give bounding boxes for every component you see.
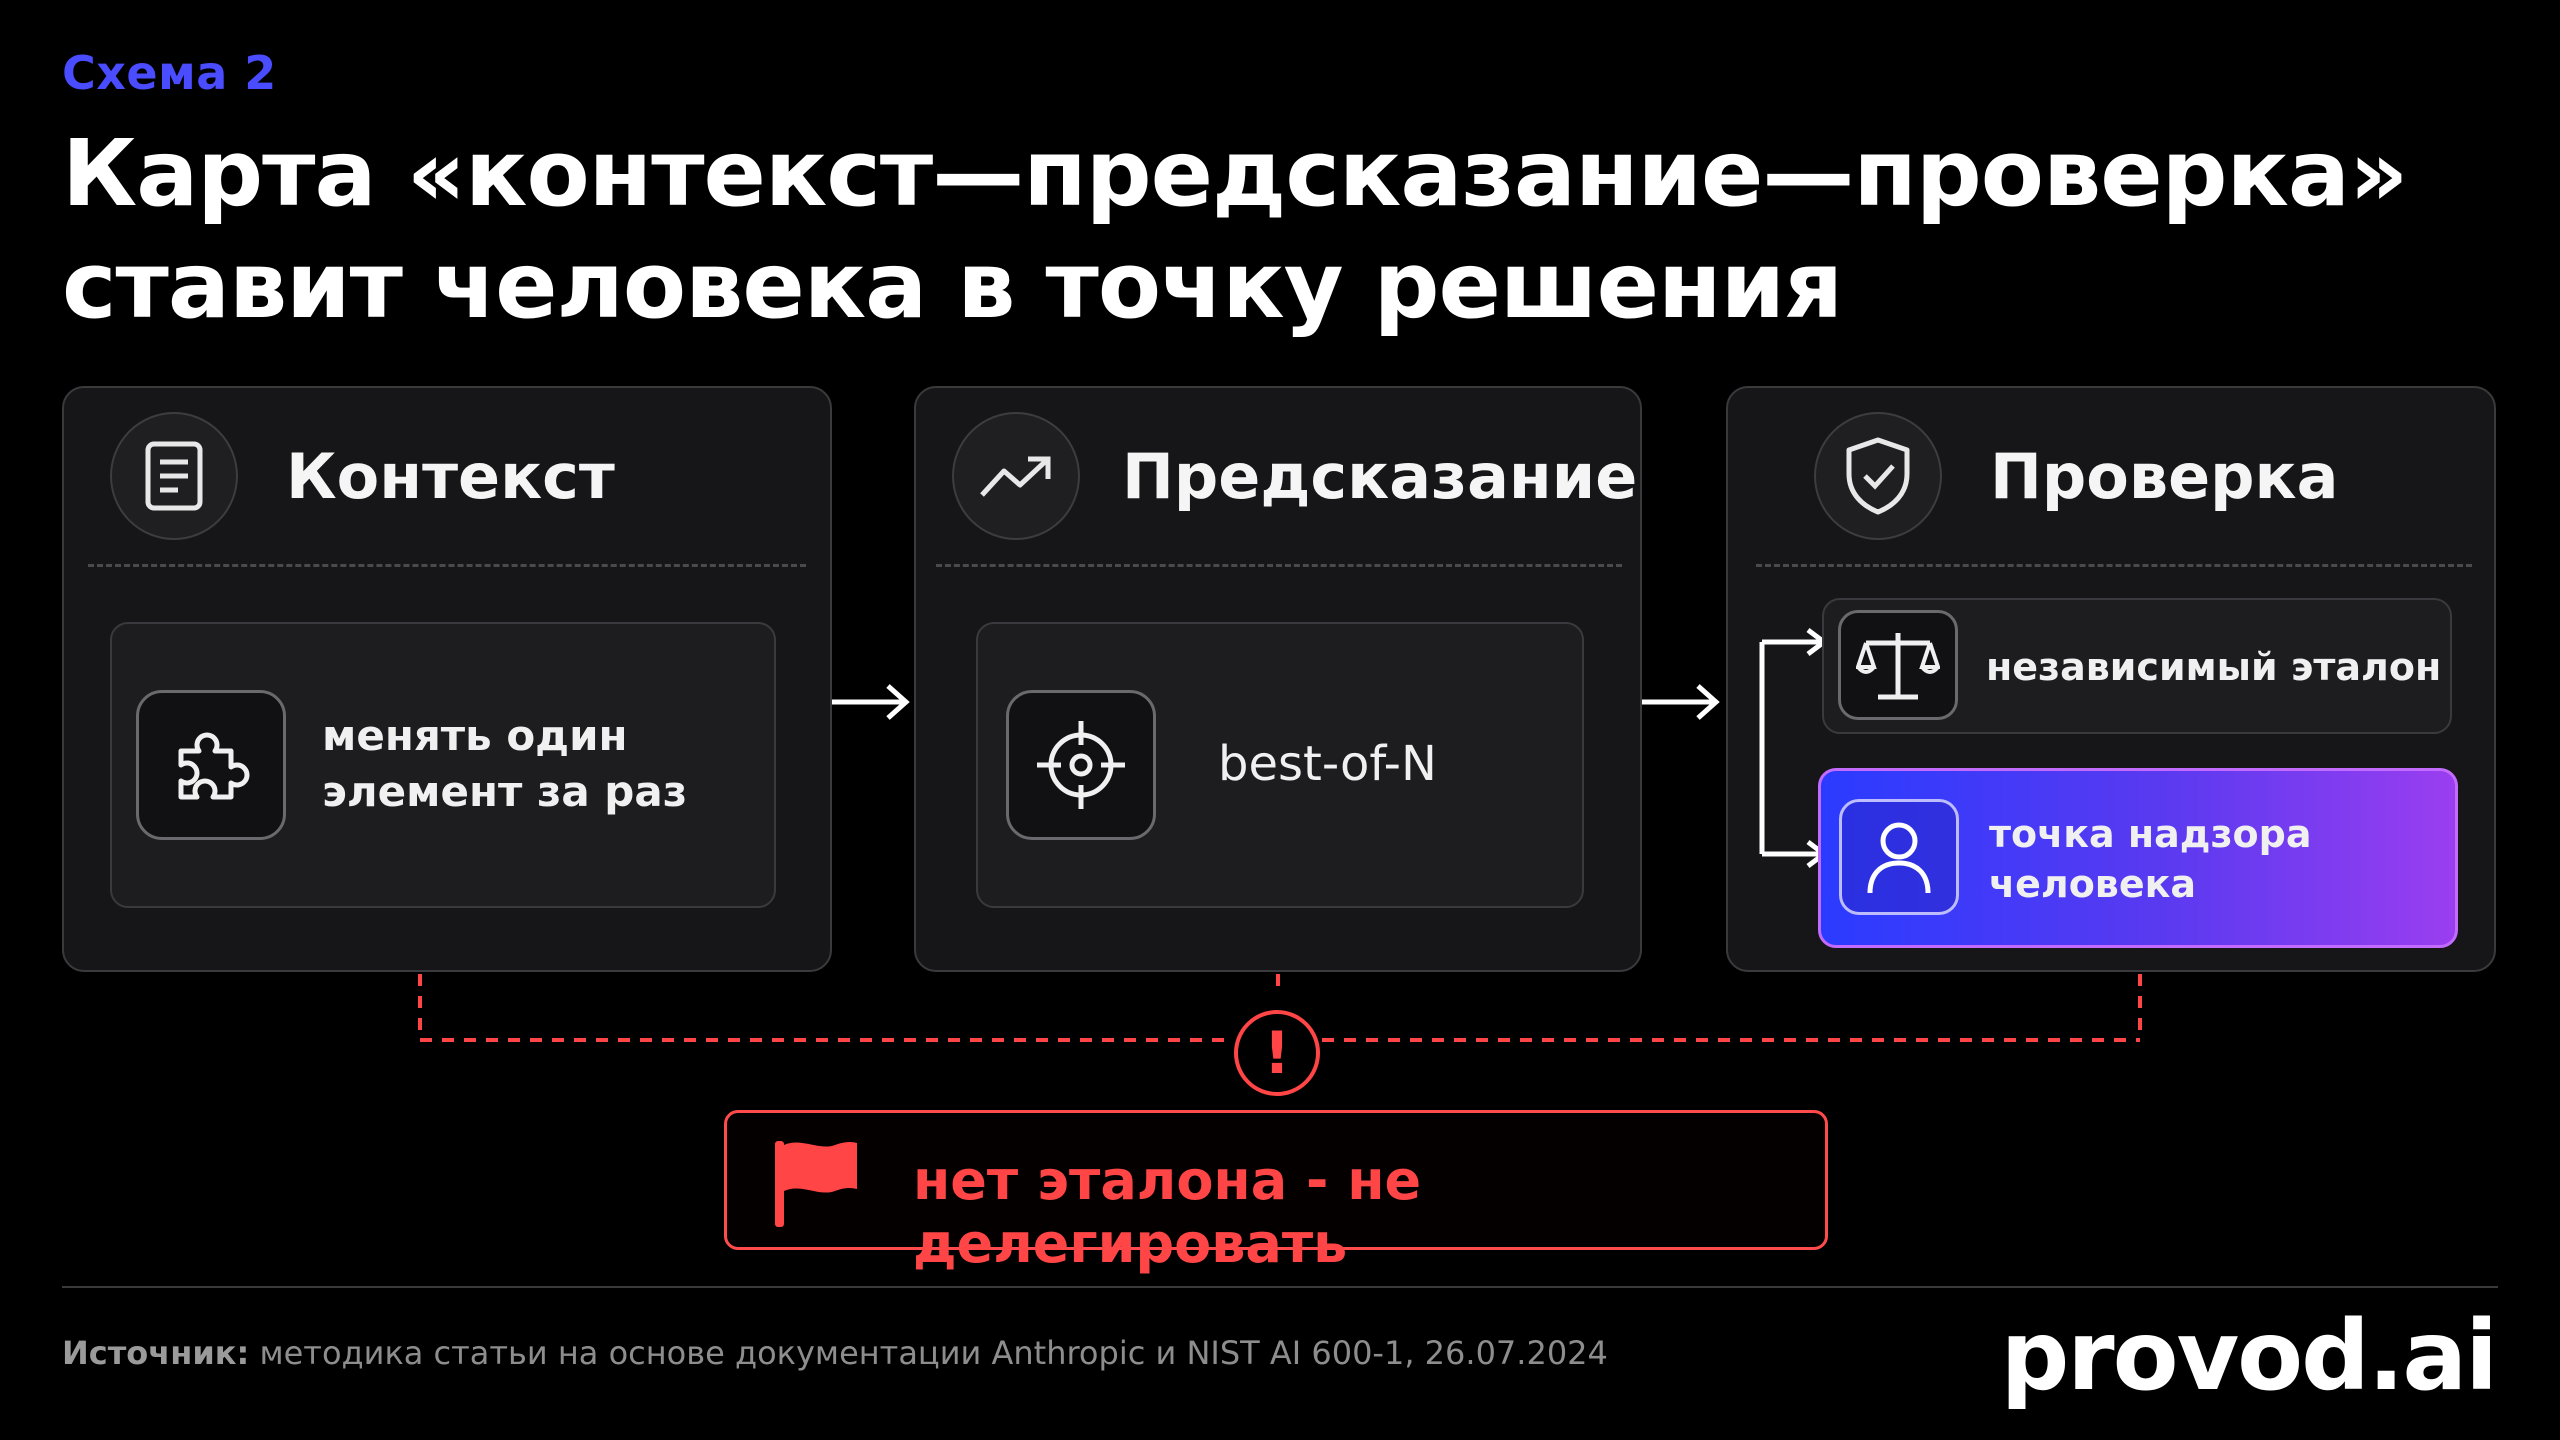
prediction-item-text: best-of-N [1218,736,1437,792]
document-icon [110,412,238,540]
card-verification: Проверка независимый эталон [1726,386,2496,972]
card-title-context: Контекст [286,440,615,513]
warning-text: нет эталона - не делегировать [913,1149,1422,1275]
standard-item-text: независимый эталон [1986,645,2442,689]
source-note: Источник: методика статьи на основе доку… [62,1334,1608,1372]
card-title-verification: Проверка [1990,440,2339,513]
trend-up-icon [952,412,1080,540]
footer-divider [62,1286,2498,1288]
human-oversight-text: точка надзора человека [1989,812,2312,906]
branch-connector [1759,628,1829,868]
card-prediction: Предсказание best-of-N [914,386,1642,972]
arrow-right-icon [832,684,910,720]
shield-check-icon [1814,412,1942,540]
divider [1756,564,2472,567]
target-icon [1006,690,1156,840]
source-label: Источник: [62,1334,250,1372]
flag-icon [775,1141,857,1227]
arrow-right-icon [1642,684,1720,720]
alert-icon: ! [1234,1010,1320,1096]
title-line-2: ставит человека в точку решения [62,232,1843,339]
page-title: Карта «контекст—предсказание—проверка» с… [62,118,2502,342]
warning-connector [418,974,2142,1042]
puzzle-icon [136,690,286,840]
card-title-prediction: Предсказание [1122,440,1638,513]
context-item-text: менять один элемент за раз [322,711,688,816]
card-context: Контекст менять один элемент за раз [62,386,832,972]
scales-icon [1838,610,1958,720]
user-icon [1839,799,1959,915]
standard-item: независимый эталон [1822,598,2452,734]
title-line-1: Карта «контекст—предсказание—проверка» [62,120,2408,227]
warning-box: нет эталона - не делегировать [724,1110,1828,1275]
divider [936,564,1622,567]
context-item: менять один элемент за раз [110,622,776,908]
prediction-item: best-of-N [976,622,1584,908]
source-text: методика статьи на основе документации A… [249,1334,1608,1372]
divider [88,564,806,567]
human-oversight-item: точка надзора человека [1818,768,2458,948]
brand-logo: provod.ai [2000,1300,2498,1412]
diagram-label: Схема 2 [62,46,277,100]
